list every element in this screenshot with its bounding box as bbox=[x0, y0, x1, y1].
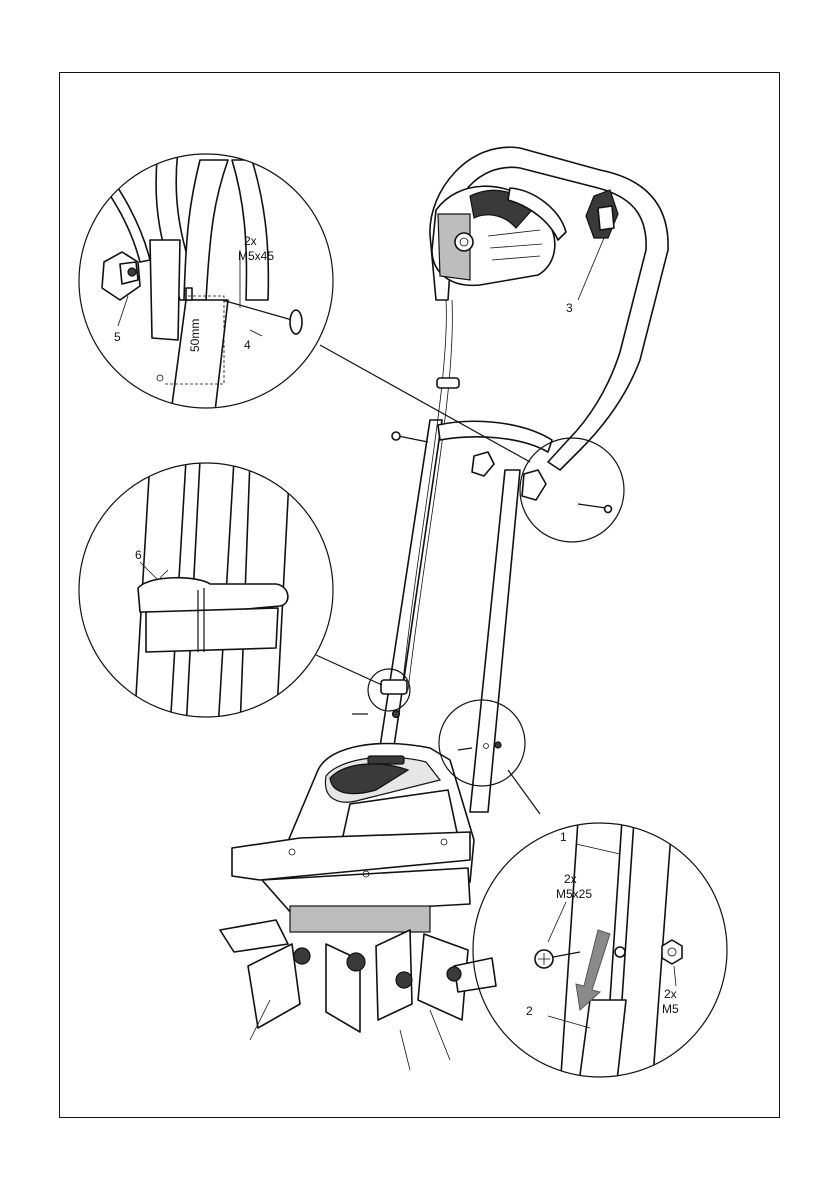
switch-box bbox=[432, 186, 566, 285]
detail-circle-handle-bolt bbox=[79, 150, 333, 420]
callout-bolt-long-size: M5x45 bbox=[238, 249, 274, 263]
callout-bolt-long-qty: 2x bbox=[244, 234, 257, 248]
callout-bolt-short-qty: 2x bbox=[564, 872, 577, 886]
callout-distance: 50mm bbox=[188, 319, 202, 352]
detail-circle-lower-bolt bbox=[473, 820, 727, 1090]
callout-nut-size: M5 bbox=[662, 1002, 679, 1016]
callout-nut-qty: 2x bbox=[664, 987, 677, 1001]
callout-part-5: 5 bbox=[114, 330, 121, 344]
callout-bolt-short-size: M5x25 bbox=[556, 887, 592, 901]
detail-circle-clamp bbox=[79, 460, 333, 730]
cable-hook bbox=[578, 190, 618, 300]
callout-part-4: 4 bbox=[244, 338, 251, 352]
callout-part-6: 6 bbox=[135, 548, 142, 562]
tines bbox=[220, 906, 496, 1070]
callout-part-2: 2 bbox=[526, 1004, 533, 1018]
callout-part-1: 1 bbox=[560, 830, 567, 844]
callout-part-3: 3 bbox=[566, 301, 573, 315]
motor-housing bbox=[232, 744, 474, 914]
